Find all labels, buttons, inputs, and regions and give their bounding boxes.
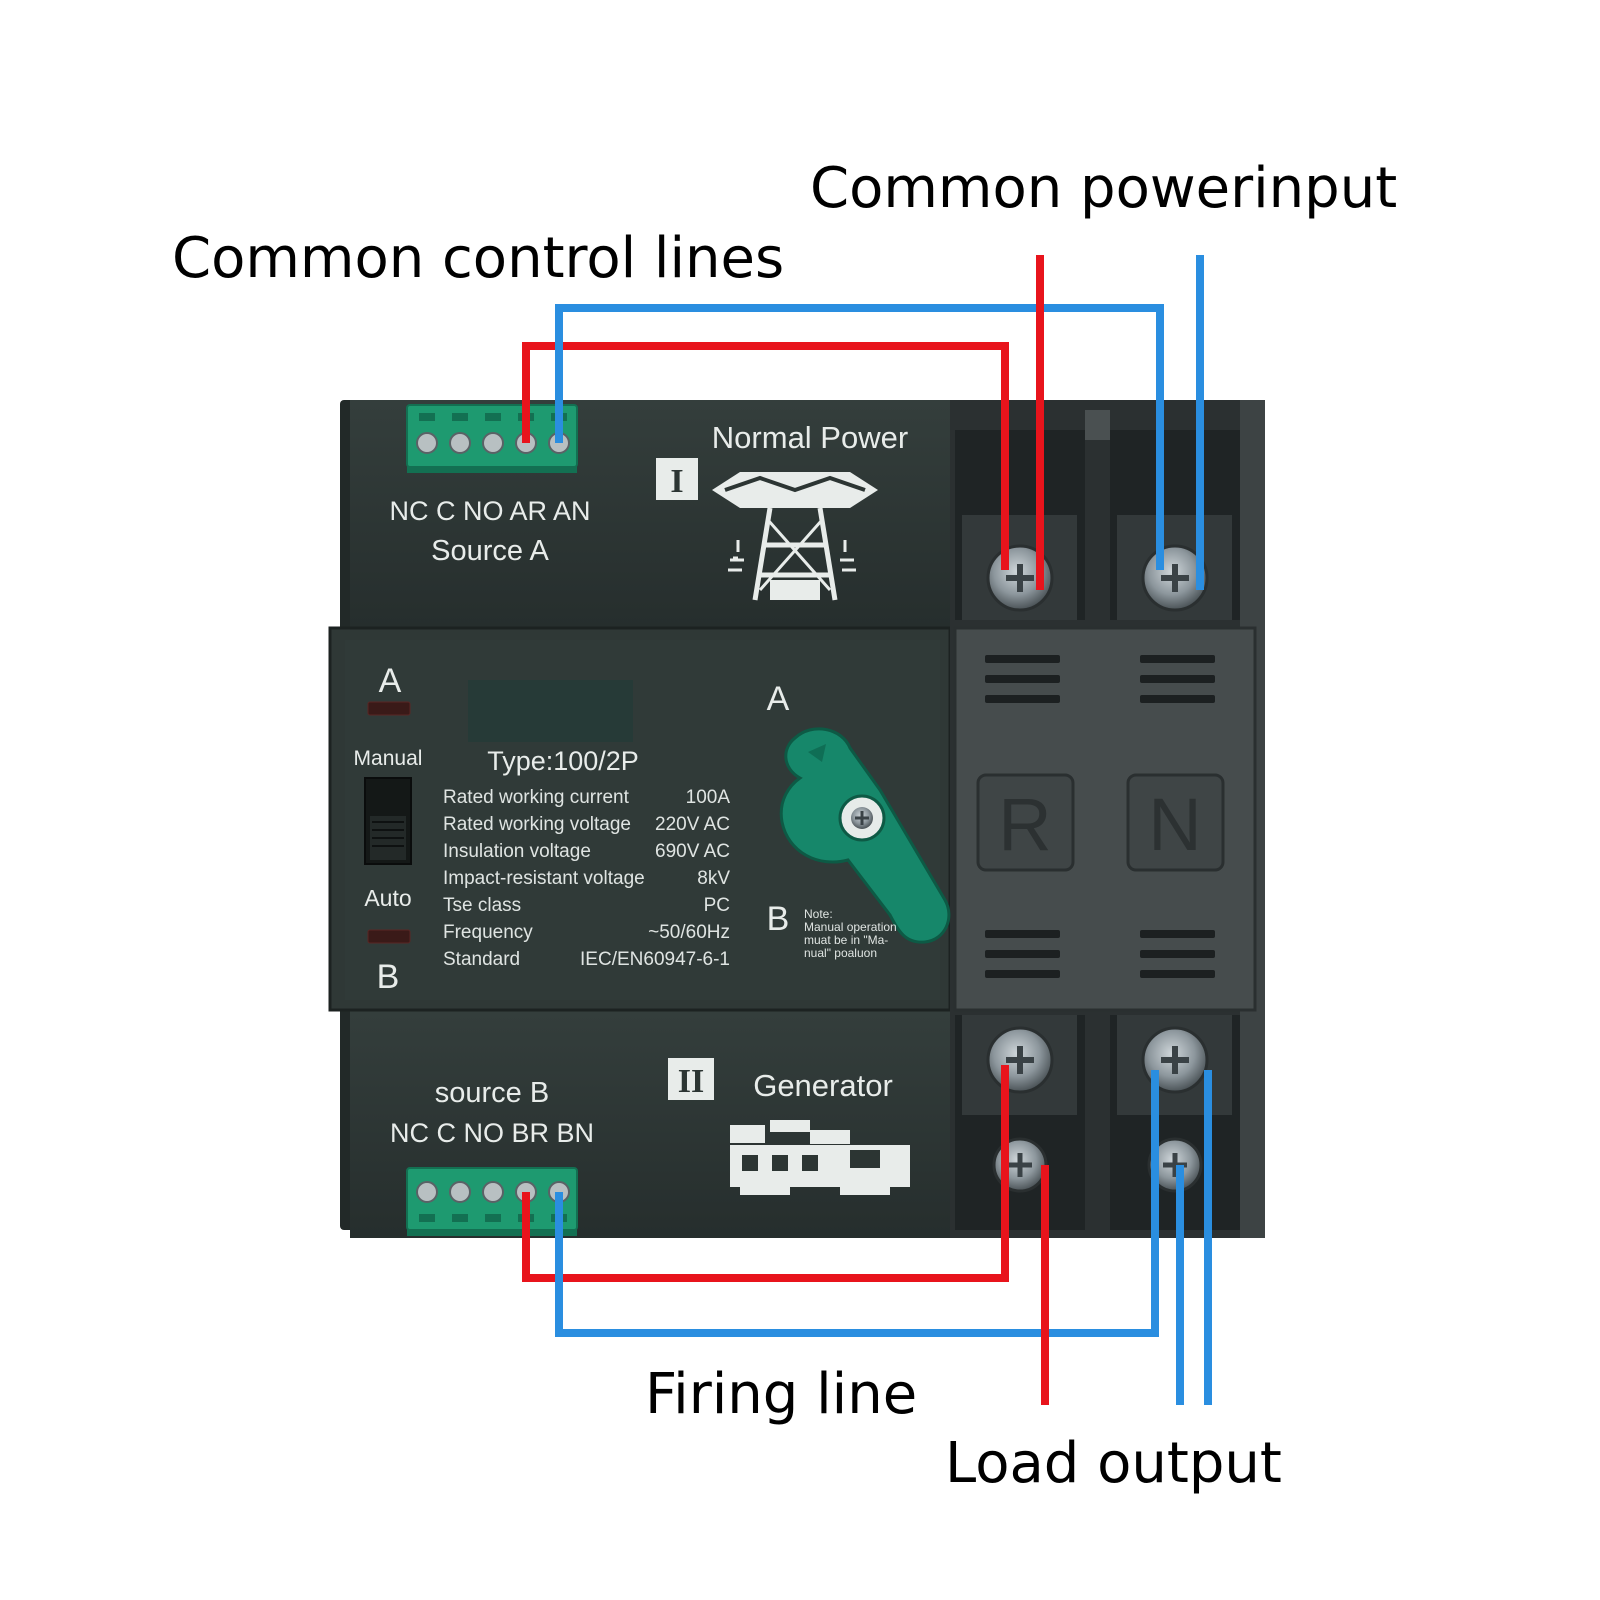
roman-two: II <box>678 1063 704 1100</box>
spec-value: 690V AC <box>655 841 730 862</box>
transmission-tower-icon <box>712 472 878 601</box>
spec-value: 220V AC <box>655 814 730 835</box>
spec-value: PC <box>704 895 730 916</box>
wiring <box>522 255 1212 1405</box>
screw-icon <box>986 1026 1054 1094</box>
note-line: Note: <box>804 907 833 921</box>
control-neutral-wire-bottom <box>555 1070 1159 1337</box>
spec-label: Frequency <box>443 922 533 943</box>
screw-icon <box>1147 1137 1203 1193</box>
source-b-terminal-labels: NC C NO BR BN <box>390 1118 594 1148</box>
operation-note: Note: Manual operation muat be in "Ma- n… <box>804 907 897 960</box>
pole-top-tab <box>1085 410 1110 440</box>
spec-value: IEC/EN60947-6-1 <box>580 949 730 970</box>
spec-label: Rated working current <box>443 787 630 808</box>
source-a-label: Source A <box>431 535 549 567</box>
generator-title: Generator <box>753 1068 893 1103</box>
switch-position-a: A <box>767 680 790 718</box>
generator-icon <box>730 1120 910 1195</box>
indicator-a-label: A <box>379 662 402 700</box>
spec-label: Tse class <box>443 895 521 916</box>
control-neutral-wire-top <box>555 304 1164 570</box>
transfer-handle[interactable] <box>779 727 951 944</box>
roman-two-badge <box>668 1058 714 1100</box>
auto-label: Auto <box>364 885 411 911</box>
spec-label: Standard <box>443 949 520 970</box>
display-window <box>468 680 633 742</box>
spec-table: Rated working current 100A Rated working… <box>443 787 730 970</box>
source-a-terminal-labels: NC C NO AR AN <box>389 496 590 526</box>
callout-common-control-lines: Common control lines <box>172 226 784 291</box>
spec-label: Rated working voltage <box>443 814 631 835</box>
roman-one: I <box>670 463 683 500</box>
spec-value: ~50/60Hz <box>648 922 730 943</box>
control-live-wire-bottom <box>522 1065 1009 1282</box>
note-line: muat be in "Ma- <box>804 933 888 947</box>
source-b-label: source B <box>435 1077 549 1109</box>
terminal-block-b <box>406 1167 578 1236</box>
spec-value: 8kV <box>697 868 730 889</box>
callout-common-power-input: Common powerinput <box>810 156 1397 221</box>
control-live-wire-top <box>522 342 1009 570</box>
normal-power-title: Normal Power <box>712 420 908 455</box>
mode-selector-switch[interactable] <box>364 777 412 865</box>
spec-label: Impact-resistant voltage <box>443 868 645 889</box>
live-pole-badge <box>976 773 1075 872</box>
spec-label: Insulation voltage <box>443 841 591 862</box>
callout-load-output: Load output <box>945 1431 1282 1496</box>
note-line: Manual operation <box>804 920 897 934</box>
spec-value: 100A <box>686 787 731 808</box>
neutral-pole-letter: N <box>1148 783 1201 866</box>
indicator-b-label: B <box>377 958 400 996</box>
roman-one-badge <box>656 458 698 500</box>
vent-slots <box>985 655 1215 978</box>
live-pole-letter: R <box>998 783 1051 866</box>
ats-device: R N <box>328 400 1265 1238</box>
neutral-pole-badge <box>1126 773 1225 872</box>
type-label: Type:100/2P <box>487 746 639 776</box>
terminal-block-a <box>406 404 578 473</box>
note-line: nual" poaluon <box>804 946 877 960</box>
switch-position-b: B <box>767 900 790 938</box>
callout-firing-line: Firing line <box>645 1362 917 1427</box>
manual-label: Manual <box>354 747 423 770</box>
indicator-b-led <box>367 929 411 944</box>
indicator-a-led <box>367 701 411 716</box>
